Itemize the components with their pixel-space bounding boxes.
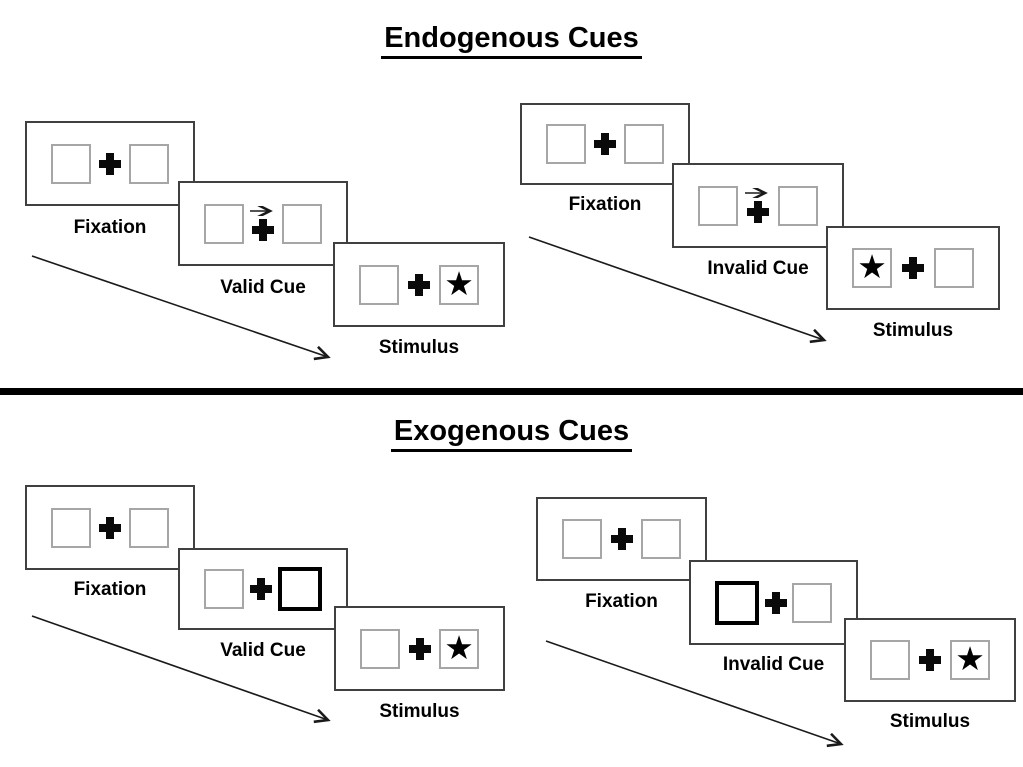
panel-label-stimulus: Stimulus xyxy=(889,711,971,732)
right-arrow-cue-icon xyxy=(745,188,768,198)
right-box xyxy=(641,519,681,559)
panel-label-fixation: Fixation xyxy=(568,194,642,215)
left-box xyxy=(204,203,244,244)
left-box xyxy=(204,569,244,609)
left-box xyxy=(870,640,910,680)
right-box: ★ xyxy=(439,263,479,305)
fixation-cross-icon xyxy=(252,219,274,241)
endogenous-invalid-cue-panel xyxy=(672,163,844,248)
central-cue xyxy=(744,188,772,223)
endogenous-valid-cue-panel xyxy=(178,181,348,266)
right-box xyxy=(792,582,832,623)
left-box xyxy=(360,628,400,669)
right-box xyxy=(129,143,169,184)
right-box xyxy=(282,203,322,244)
star-target-icon: ★ xyxy=(955,639,985,678)
right-arrow-cue-icon xyxy=(250,206,273,216)
exogenous-valid-timeline-arrow xyxy=(31,615,331,724)
panel-label-fixation: Fixation xyxy=(73,579,147,600)
cued-box-right xyxy=(278,567,322,611)
panel-label-valid-cue: Valid Cue xyxy=(220,277,306,298)
exogenous-section-title: Exogenous Cues xyxy=(0,415,1023,452)
panel-label-stimulus: Stimulus xyxy=(379,701,460,722)
endogenous-invalid-fixation-panel xyxy=(520,103,690,185)
endogenous-title-text: Endogenous Cues xyxy=(381,22,642,59)
fixation-cross-icon xyxy=(99,152,121,175)
cued-box-left xyxy=(715,580,759,625)
exogenous-title-text: Exogenous Cues xyxy=(390,415,633,452)
right-box xyxy=(934,248,974,288)
right-box xyxy=(129,507,169,548)
fixation-cross-icon xyxy=(594,133,616,155)
right-box xyxy=(624,124,664,164)
fixation-cross-icon xyxy=(408,273,430,296)
panel-label-invalid-cue: Invalid Cue xyxy=(722,654,825,675)
right-box: ★ xyxy=(439,627,479,669)
left-box xyxy=(546,124,586,164)
panel-label-stimulus: Stimulus xyxy=(378,337,460,358)
left-box xyxy=(698,185,738,226)
star-target-icon: ★ xyxy=(444,263,474,303)
panel-label-fixation: Fixation xyxy=(585,591,658,612)
left-box: ★ xyxy=(852,248,892,288)
exogenous-invalid-stimulus-panel: ★ xyxy=(844,618,1016,702)
star-target-icon: ★ xyxy=(444,627,474,667)
endogenous-valid-stimulus-panel: ★ xyxy=(333,242,505,327)
left-box xyxy=(51,143,91,184)
fixation-cross-icon xyxy=(764,591,787,614)
fixation-cross-icon xyxy=(610,528,633,550)
exogenous-invalid-fixation-panel xyxy=(536,497,707,581)
endogenous-valid-fixation-panel xyxy=(25,121,195,206)
fixation-cross-icon xyxy=(99,516,121,539)
fixation-cross-icon xyxy=(747,201,769,223)
central-cue xyxy=(249,206,277,241)
panel-label-invalid-cue: Invalid Cue xyxy=(707,258,809,279)
endogenous-section-title: Endogenous Cues xyxy=(0,22,1023,59)
endogenous-invalid-stimulus-panel: ★ xyxy=(826,226,1000,310)
endogenous-invalid-timeline-arrow xyxy=(528,236,827,344)
fixation-cross-icon xyxy=(408,637,431,660)
left-box xyxy=(562,519,602,559)
fixation-cross-icon xyxy=(250,578,272,600)
panel-label-stimulus: Stimulus xyxy=(872,320,954,341)
exogenous-valid-fixation-panel xyxy=(25,485,195,570)
section-divider xyxy=(0,388,1023,395)
panel-label-valid-cue: Valid Cue xyxy=(220,640,306,661)
star-target-icon: ★ xyxy=(857,247,887,286)
left-box xyxy=(359,264,399,305)
exogenous-valid-stimulus-panel: ★ xyxy=(334,606,505,691)
fixation-cross-icon xyxy=(902,257,924,279)
fixation-cross-icon xyxy=(919,649,941,671)
panel-label-fixation: Fixation xyxy=(73,217,147,238)
exogenous-valid-cue-panel xyxy=(178,548,348,630)
left-box xyxy=(51,507,91,548)
right-box xyxy=(778,185,818,226)
right-box: ★ xyxy=(950,640,990,680)
endogenous-valid-timeline-arrow xyxy=(31,255,331,361)
exogenous-invalid-cue-panel xyxy=(689,560,858,645)
